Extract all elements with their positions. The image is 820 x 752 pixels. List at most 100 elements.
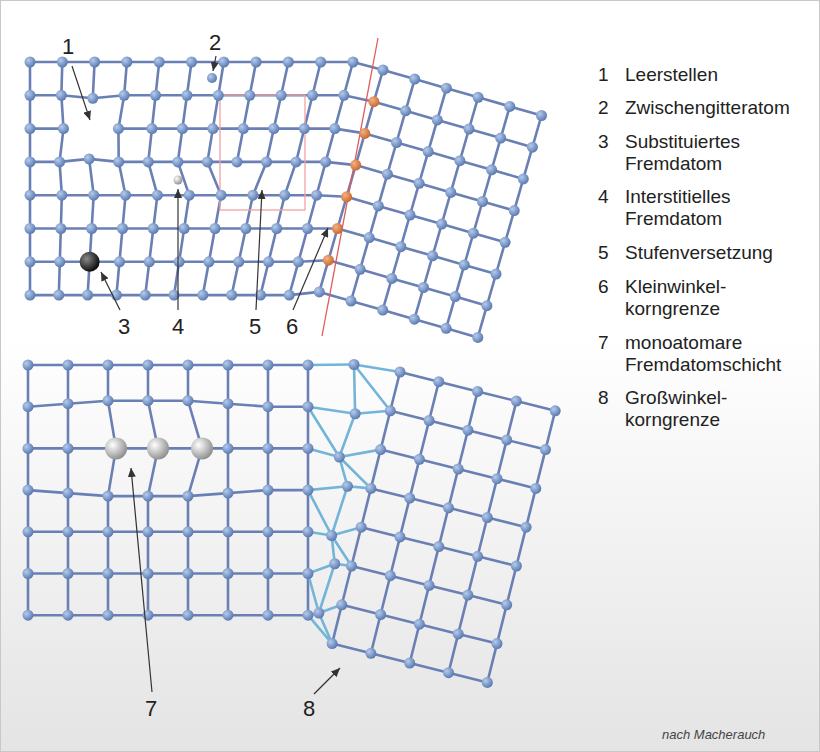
lattice-bond bbox=[307, 448, 310, 490]
lattice-atom bbox=[154, 57, 165, 68]
lattice-atom bbox=[276, 90, 287, 101]
lattice-atom bbox=[263, 568, 274, 579]
lattice-atom bbox=[103, 491, 114, 502]
lattice-bond bbox=[419, 459, 458, 469]
lattice-atom bbox=[213, 90, 224, 101]
lattice-bond bbox=[108, 614, 148, 617]
lattice-bond bbox=[487, 644, 497, 683]
lattice-atom bbox=[336, 599, 347, 610]
lattice-bond bbox=[27, 407, 30, 449]
lattice-atom bbox=[183, 491, 194, 502]
leader-line bbox=[72, 66, 90, 120]
lattice-bond bbox=[267, 532, 270, 574]
lattice-bond bbox=[67, 493, 70, 532]
lattice-bond bbox=[27, 490, 30, 532]
lattice-bond bbox=[188, 401, 228, 404]
lattice-bond bbox=[429, 421, 468, 431]
lattice-bond bbox=[429, 547, 439, 586]
legend-text: Zwischengitteratom bbox=[625, 97, 815, 119]
interstitial-foreign-atom bbox=[174, 176, 183, 185]
lattice-atom bbox=[263, 610, 274, 621]
label-box: 3 bbox=[598, 131, 609, 153]
lattice-atom bbox=[303, 485, 314, 496]
lattice-atom bbox=[54, 256, 65, 267]
leader-line bbox=[101, 272, 120, 310]
lattice-atom bbox=[409, 314, 420, 325]
lattice-atom bbox=[25, 190, 36, 201]
lattice-bond bbox=[439, 547, 478, 557]
atom-group bbox=[23, 57, 561, 688]
lattice-atom bbox=[404, 658, 415, 669]
lattice-atom bbox=[103, 360, 114, 371]
lattice-atom bbox=[472, 551, 483, 562]
legend-text: monoatomare Fremdatomschicht bbox=[625, 332, 815, 376]
lattice-atom bbox=[377, 305, 388, 316]
label-box: 7 bbox=[598, 332, 609, 354]
lattice-atom bbox=[293, 256, 304, 267]
legend-number: 2 bbox=[598, 97, 609, 119]
lattice-bond bbox=[339, 450, 380, 457]
lattice-bond bbox=[449, 673, 488, 683]
lattice-bond bbox=[478, 556, 517, 566]
lattice-atom bbox=[82, 290, 93, 301]
lattice-bond bbox=[478, 518, 488, 557]
lattice-atom bbox=[385, 570, 396, 581]
lattice-atom bbox=[114, 256, 125, 267]
lattice-atom bbox=[183, 360, 194, 371]
lattice-bond bbox=[28, 572, 68, 575]
lattice-bond bbox=[536, 450, 546, 489]
lattice-atom bbox=[25, 156, 36, 167]
lattice-atom bbox=[349, 359, 360, 370]
lattice-atom bbox=[244, 90, 255, 101]
lattice-atom bbox=[395, 531, 406, 542]
lattice-atom bbox=[63, 488, 74, 499]
lattice-atom bbox=[144, 256, 155, 267]
lattice-atom bbox=[492, 638, 503, 649]
lattice-bond bbox=[487, 518, 526, 528]
label-box: 2 bbox=[209, 30, 221, 56]
lattice-bond bbox=[308, 363, 354, 366]
lattice-atom bbox=[216, 190, 227, 201]
boundary-atom bbox=[332, 223, 343, 234]
lattice-bond bbox=[352, 566, 391, 576]
lattice-bond bbox=[400, 498, 410, 537]
leader-line bbox=[177, 189, 178, 310]
lattice-atom bbox=[472, 386, 483, 397]
lattice-atom bbox=[177, 123, 188, 134]
lattice-bond bbox=[354, 365, 355, 414]
lattice-atom bbox=[23, 568, 34, 579]
label-box: 8 bbox=[598, 387, 609, 409]
lattice-atom bbox=[210, 223, 221, 234]
lattice-atom bbox=[120, 190, 131, 201]
legend-number: 1 bbox=[598, 64, 609, 86]
lattice-bond bbox=[268, 530, 308, 533]
label-box: 7 bbox=[145, 696, 157, 722]
lattice-atom bbox=[223, 610, 234, 621]
lattice-bond bbox=[68, 530, 108, 533]
lattice-atom bbox=[329, 558, 340, 569]
lattice-atom bbox=[143, 360, 154, 371]
lattice-bond bbox=[307, 407, 310, 449]
lattice-atom bbox=[263, 485, 274, 496]
label-box: 1 bbox=[62, 34, 74, 60]
lattice-atom bbox=[445, 187, 456, 198]
label-box: Interstitielles Fremdatom bbox=[625, 186, 815, 230]
lattice-atom bbox=[183, 568, 194, 579]
lattice-atom bbox=[492, 473, 503, 484]
lattice-bond bbox=[381, 411, 391, 450]
lattice-bond bbox=[28, 614, 68, 617]
lattice-atom bbox=[441, 83, 452, 94]
label-box: Großwinkel- korngrenze bbox=[625, 387, 815, 431]
legend-text: Interstitielles Fremdatom bbox=[625, 186, 815, 230]
source-note: nach Macherauch bbox=[662, 727, 765, 742]
lattice-bond bbox=[267, 448, 270, 490]
lattice-bond bbox=[68, 493, 108, 496]
lattice-atom bbox=[56, 90, 67, 101]
lattice-bond bbox=[458, 634, 497, 644]
boundary-atom bbox=[341, 191, 352, 202]
callout-number: 4 bbox=[172, 314, 184, 340]
lattice-atom bbox=[231, 156, 242, 167]
lattice-atom bbox=[501, 434, 512, 445]
lattice-atom bbox=[143, 526, 154, 537]
lattice-atom bbox=[240, 223, 251, 234]
